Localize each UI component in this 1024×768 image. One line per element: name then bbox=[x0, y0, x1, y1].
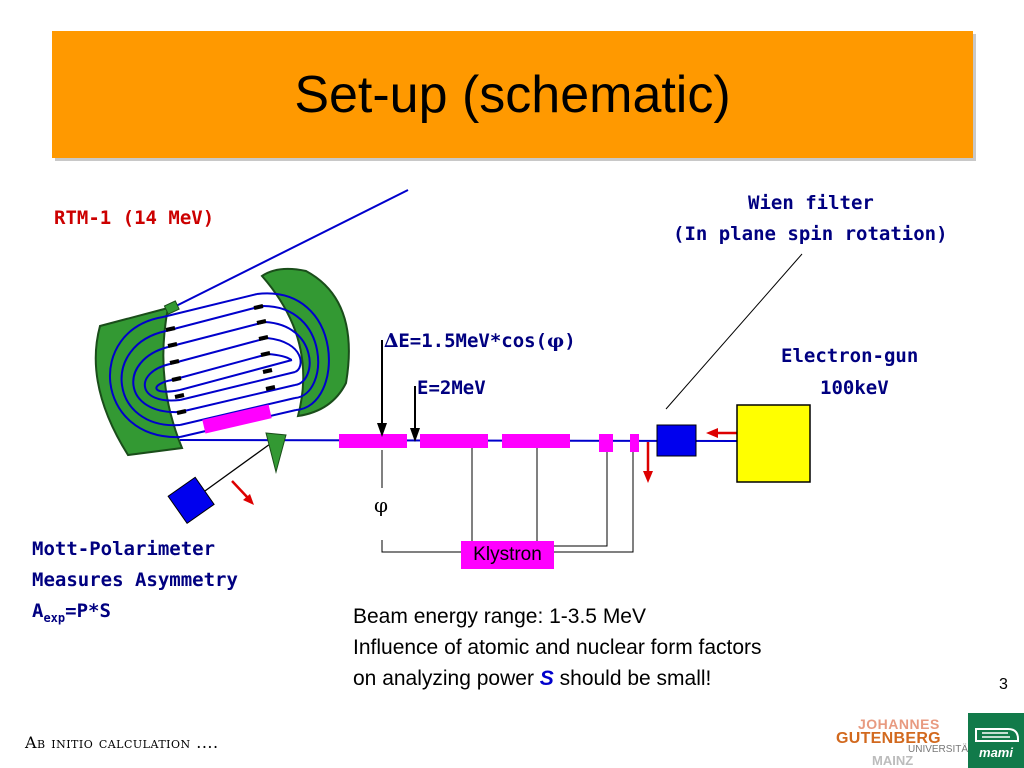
extraction-line bbox=[171, 189, 409, 309]
delta-e-close: ) bbox=[564, 330, 576, 352]
rtm-right-orbits bbox=[256, 292, 330, 411]
analyzing-power-symbol: S bbox=[539, 667, 554, 690]
rtm-markers bbox=[165, 304, 276, 415]
electron-gun-label-2: 100keV bbox=[820, 377, 889, 399]
rtm-linac bbox=[202, 404, 272, 434]
beam-energy-text: Beam energy range: 1-3.5 MeV Influence o… bbox=[353, 601, 762, 694]
jg-logo-line-1: JOHANNES bbox=[858, 716, 940, 732]
beam-text-post: should be small! bbox=[553, 667, 712, 690]
delta-e-phi: φ bbox=[547, 330, 565, 352]
delta-symbol: ∆ bbox=[384, 330, 399, 352]
title-banner: Set-up (schematic) bbox=[52, 31, 973, 158]
mami-logo: mami bbox=[968, 713, 1024, 768]
wien-filter bbox=[656, 424, 697, 457]
page-number: 3 bbox=[999, 676, 1008, 693]
mott-formula: =P*S bbox=[65, 600, 111, 622]
mami-logo-text: mami bbox=[979, 745, 1013, 760]
delta-e-label: ∆E=1.5MeV*cos(φ) bbox=[384, 330, 576, 352]
wien-pointer-line bbox=[665, 253, 803, 410]
klystron-rf-lines bbox=[381, 448, 634, 553]
mott-sub: exp bbox=[43, 610, 66, 625]
buncher-1 bbox=[599, 434, 613, 452]
slide-title: Set-up (schematic) bbox=[294, 65, 731, 124]
wien-filter-label-2: (In plane spin rotation) bbox=[673, 223, 948, 245]
linac-section-1 bbox=[339, 434, 407, 448]
beam-text-line-2: Influence of atomic and nuclear form fac… bbox=[353, 636, 762, 659]
jg-logo-line-2: GUTENBERG bbox=[836, 730, 941, 747]
mott-label-2: Measures Asymmetry bbox=[32, 569, 238, 591]
spin-arrow-down-icon bbox=[643, 442, 653, 483]
linac-section-3 bbox=[502, 434, 570, 448]
mott-spin-arrow-icon bbox=[231, 480, 254, 505]
mott-a: A bbox=[32, 600, 44, 622]
mott-label-3: Aexp=P*S bbox=[32, 600, 111, 625]
jg-logo-line-3: UNIVERSITÄT bbox=[908, 744, 975, 755]
rtm-left-magnet bbox=[94, 306, 184, 457]
phi-label: φ bbox=[374, 493, 389, 517]
beam-text-pre: on analyzing power bbox=[353, 667, 540, 690]
beam-text-line-1: Beam energy range: 1-3.5 MeV bbox=[353, 605, 646, 628]
linac-section-2 bbox=[420, 434, 488, 448]
rtm-left-orbits bbox=[108, 316, 181, 439]
spin-arrow-left-icon bbox=[706, 428, 737, 438]
electron-gun-label-1: Electron-gun bbox=[781, 345, 919, 367]
delta-e-arrow-icon bbox=[377, 340, 387, 437]
klystron-label: Klystron bbox=[461, 541, 554, 569]
electron-gun bbox=[736, 404, 811, 483]
rtm-label: RTM-1 (14 MeV) bbox=[54, 207, 215, 229]
deflector-magnet bbox=[265, 432, 287, 474]
mott-label-1: Mott-Polarimeter bbox=[32, 538, 216, 560]
mott-detector bbox=[167, 476, 215, 524]
mott-beamline bbox=[197, 443, 271, 497]
buncher-2 bbox=[630, 434, 639, 452]
extraction-magnet bbox=[163, 300, 180, 315]
beam-text-line-3: on analyzing power S should be small! bbox=[353, 663, 762, 694]
e2-arrow-icon bbox=[410, 386, 420, 442]
delta-e-formula: E=1.5MeV*cos( bbox=[398, 330, 548, 352]
e2-label: E=2MeV bbox=[417, 377, 486, 399]
wien-filter-label-1: Wien filter bbox=[748, 192, 874, 214]
footer-text: Ab initio calculation .... bbox=[25, 733, 219, 752]
jg-logo-line-4: MAINZ bbox=[872, 753, 914, 768]
